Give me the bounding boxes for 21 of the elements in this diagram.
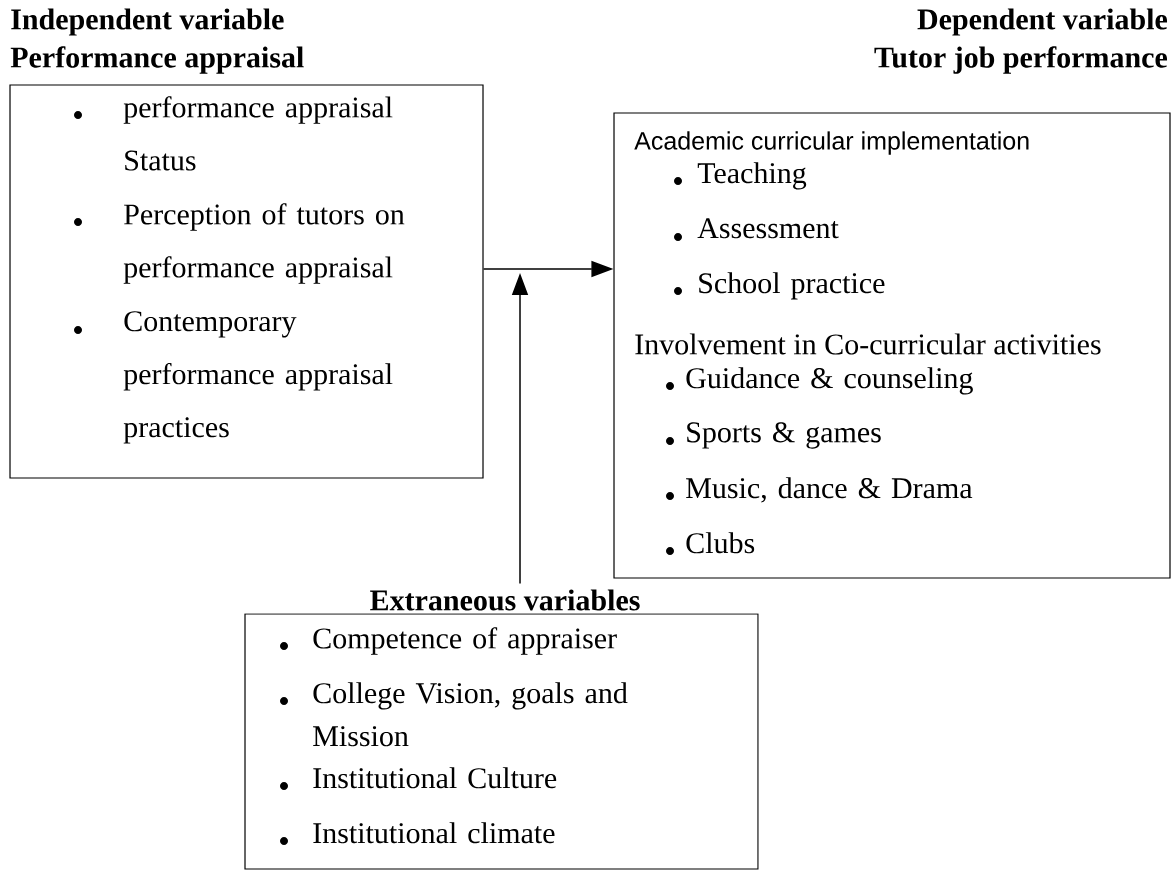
bullet-item: Institutional Culture <box>280 767 557 790</box>
heading: Independent variable <box>11 8 284 36</box>
section-heading: Academic curricular implementation <box>634 131 1029 155</box>
bullet-item: Perception of tutors on performance appraisal <box>74 203 405 284</box>
bullet-item: performance appraisal Status <box>74 96 393 171</box>
heading: Dependent variable <box>917 8 1168 36</box>
heading: Extraneous variables <box>370 589 640 611</box>
bullet-item: Competence of appraiser <box>280 627 617 655</box>
bullet-item: Clubs <box>666 532 755 555</box>
heading: Tutor job performance <box>874 46 1168 74</box>
bullet-item: School practice <box>674 272 885 300</box>
bullet-item: Music, dance & Drama <box>666 477 973 503</box>
bullet-item: Teaching <box>674 162 807 190</box>
bullet-item: Contemporary performance appraisal practices <box>74 311 393 444</box>
heading: Performance appraisal <box>10 46 304 74</box>
section-heading: Involvement in Co-curricular activities <box>635 333 1101 355</box>
bullet-item: Sports & games <box>666 422 881 449</box>
bullet-item: Institutional climate <box>280 822 555 845</box>
bullet-item: College Vision, goals and Mission <box>280 682 628 747</box>
bullet-item: Guidance & counseling <box>666 367 973 395</box>
bullet-item: Assessment <box>674 218 839 241</box>
